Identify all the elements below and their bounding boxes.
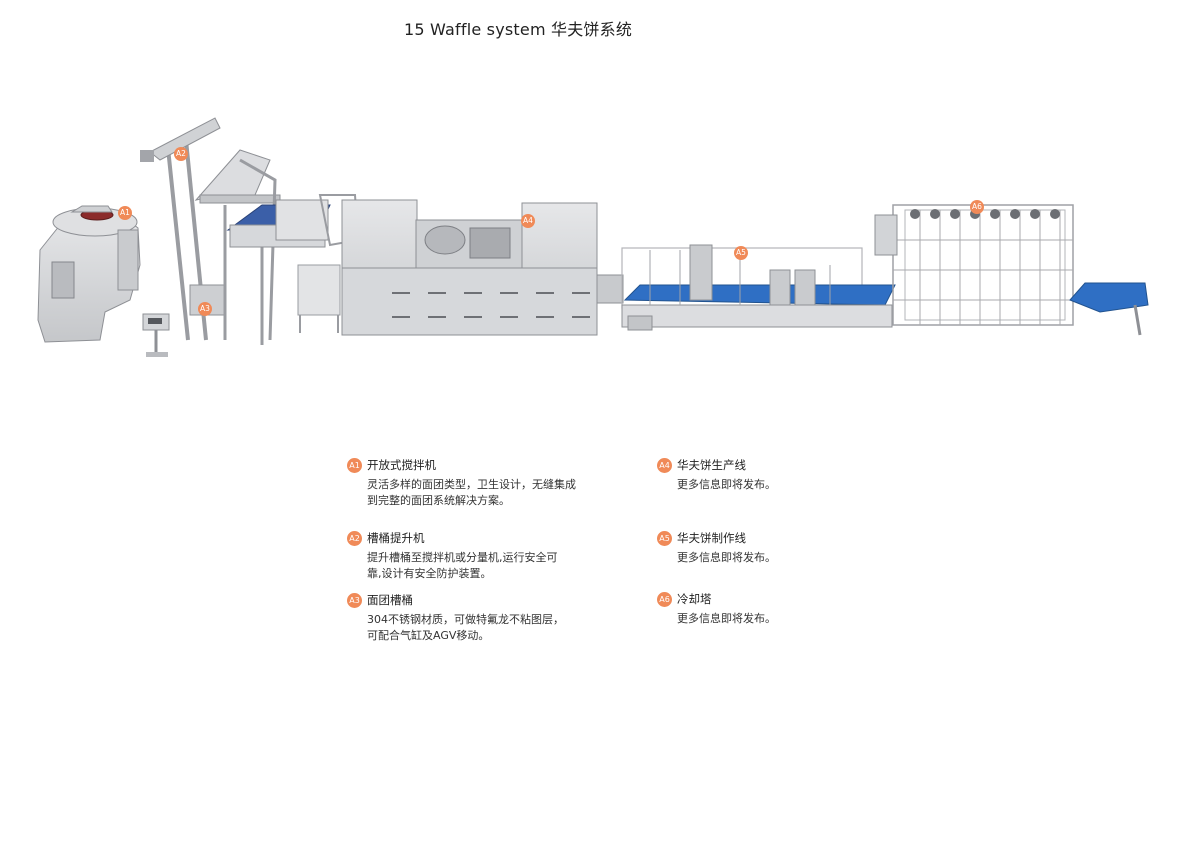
marker-a2: A2 (174, 147, 188, 161)
legend-title: 面团槽桶 (367, 593, 413, 607)
legend-title: 槽桶提升机 (367, 531, 425, 545)
cooling-tower (874, 204, 1149, 336)
control-terminal (142, 313, 170, 357)
legend-badge: A4 (657, 458, 672, 473)
legend-desc: 灵活多样的面团类型，卫生设计，无缝集成到完整的面团系统解决方案。 (367, 478, 576, 507)
waffle-production-line (341, 199, 624, 336)
legend-badge: A5 (657, 531, 672, 546)
marker-a3: A3 (198, 302, 212, 316)
marker-a4: A4 (521, 214, 535, 228)
waffle-making-line (621, 244, 896, 331)
legend-badge: A2 (347, 531, 362, 546)
dough-feeder (226, 194, 360, 333)
legend-title: 华夫饼制作线 (677, 531, 746, 545)
legend-desc: 更多信息即将发布。 (677, 551, 776, 564)
legend-title: 华夫饼生产线 (677, 458, 746, 472)
legend-desc: 更多信息即将发布。 (677, 612, 776, 625)
legend-badge: A1 (347, 458, 362, 473)
page-title: 15 Waffle system 华夫饼系统 (404, 20, 633, 39)
legend-desc: 更多信息即将发布。 (677, 478, 776, 491)
marker-a5: A5 (734, 246, 748, 260)
legend-badge: A6 (657, 592, 672, 607)
legend-badge: A3 (347, 593, 362, 608)
marker-a6: A6 (970, 200, 984, 214)
legend-desc: 304不锈钢材质，可做特氟龙不粘图层，可配合气缸及AGV移动。 (367, 613, 564, 642)
marker-a1: A1 (118, 206, 132, 220)
legend-title: 开放式搅拌机 (367, 458, 436, 472)
legend-title: 冷却塔 (677, 592, 712, 606)
open-mixer (37, 205, 141, 343)
production-line-illustration (37, 117, 1149, 357)
legend-desc: 提升槽桶至搅拌机或分量机,运行安全可靠,设计有安全防护装置。 (367, 551, 558, 580)
